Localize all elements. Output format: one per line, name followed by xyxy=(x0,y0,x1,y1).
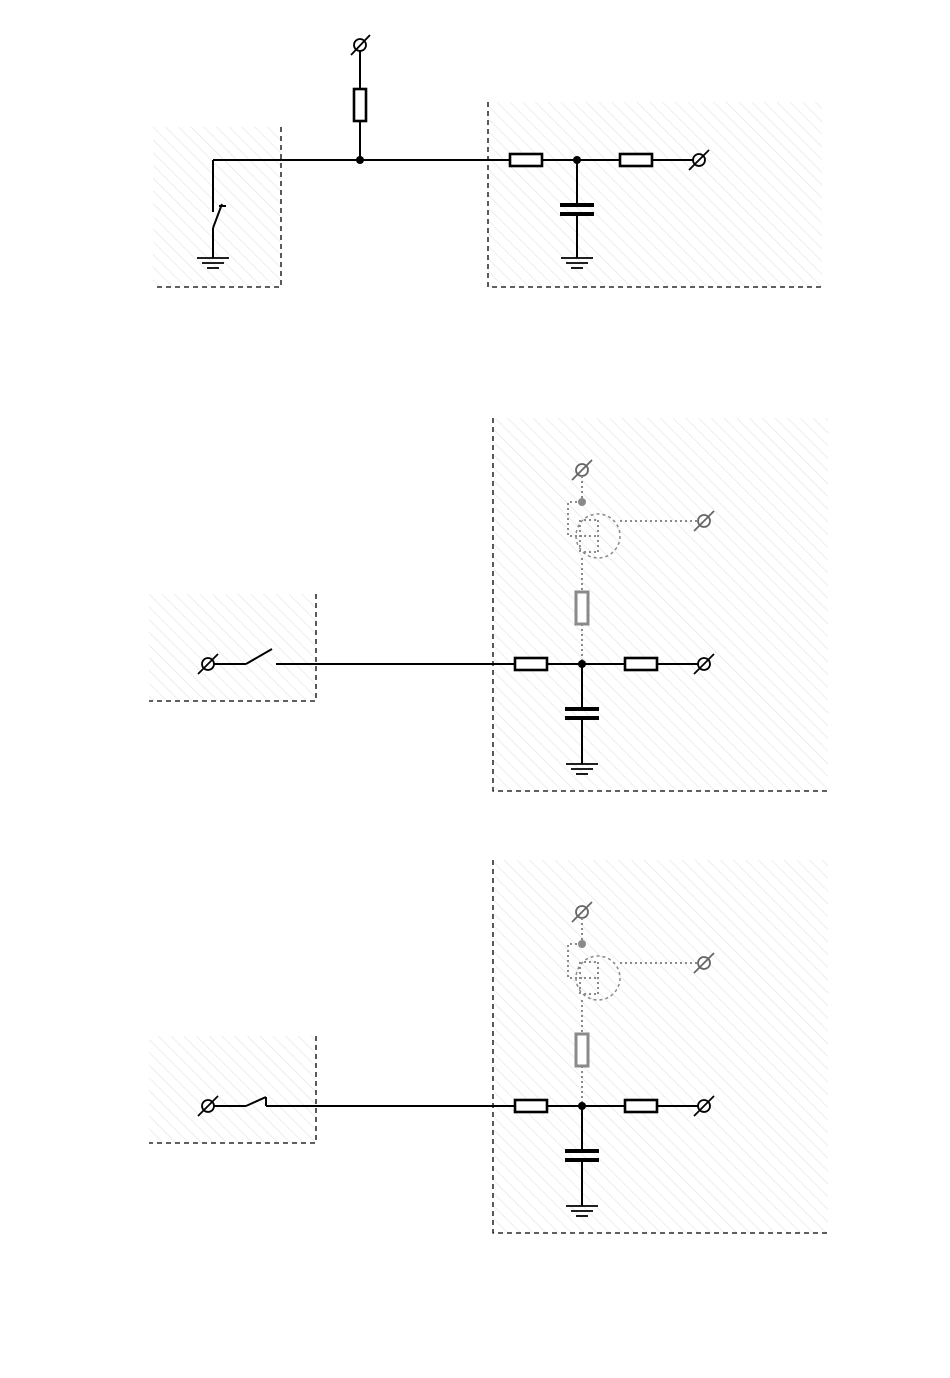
switch-area-hatch xyxy=(149,594,316,701)
resistor-icon xyxy=(625,658,657,670)
resistor-icon xyxy=(620,154,652,166)
resistor-icon xyxy=(515,1100,547,1112)
resistor-icon xyxy=(510,154,542,166)
filter-area-hatch xyxy=(493,418,828,791)
resistor-icon xyxy=(515,658,547,670)
switch-area-hatch xyxy=(149,1036,316,1143)
resistor-icon xyxy=(576,1034,588,1066)
panel-1 xyxy=(153,35,822,287)
filter-area-hatch xyxy=(488,102,822,287)
panel-2 xyxy=(149,418,828,791)
resistor-icon xyxy=(625,1100,657,1112)
resistor-icon xyxy=(354,89,366,121)
resistor-icon xyxy=(576,592,588,624)
filter-area-hatch xyxy=(493,860,828,1233)
junction-dot xyxy=(356,156,364,164)
panel-3 xyxy=(149,860,828,1233)
